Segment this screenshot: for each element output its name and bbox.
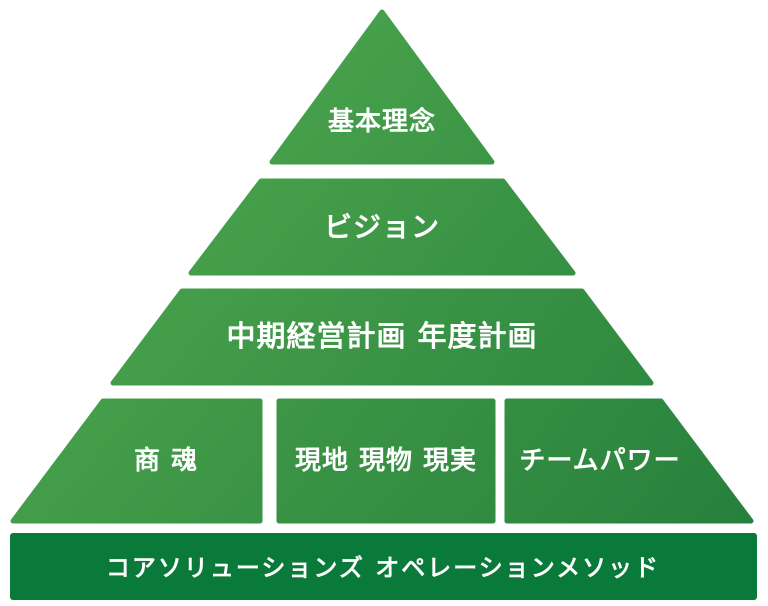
level-4-block-genchi — [276, 398, 496, 524]
base-bar-label: コアソリューションズ オペレーションメソッド — [106, 554, 660, 582]
level-2-label: ビジョン — [324, 211, 440, 244]
level-1-triangle — [269, 9, 495, 165]
level-4-block-teampower — [504, 398, 754, 524]
level-4-label-shokon: 商 魂 — [134, 445, 198, 476]
level-1-label: 基本理念 — [328, 106, 436, 137]
level-4-label-genchi: 現地 現物 現実 — [295, 445, 477, 476]
level-2-trapezoid — [188, 178, 576, 276]
level-4-label-teampower: チームパワー — [519, 446, 680, 476]
level-3-label: 中期経営計画 年度計画 — [226, 319, 537, 353]
level-4-block-shokon — [10, 398, 263, 524]
level-3-trapezoid — [110, 288, 654, 386]
base-bar — [10, 533, 757, 600]
